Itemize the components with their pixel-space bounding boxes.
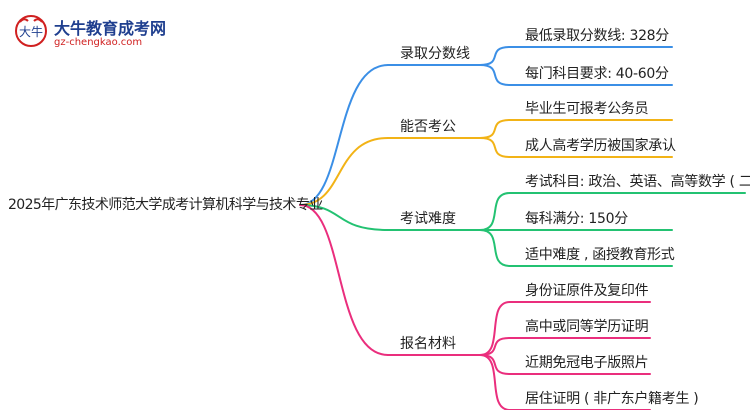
- leaf-link: [479, 64, 511, 86]
- branch-label: 报名材料: [400, 336, 456, 352]
- branch-label: 能否考公: [400, 119, 456, 135]
- leaf-link: [479, 337, 511, 356]
- leaf-label: 最低录取分数线: 328分: [525, 28, 669, 44]
- leaf-link: [479, 229, 511, 267]
- leaf-label: 每门科目要求: 40-60分: [525, 66, 669, 82]
- leaf-link: [479, 301, 511, 356]
- leaf-link: [479, 192, 511, 231]
- leaf-link: [479, 354, 511, 410]
- root-node: 2025年广东技术师范大学成考计算机科学与技术专业: [8, 197, 323, 213]
- leaf-link: [479, 46, 511, 66]
- logo-mark-text: 大牛: [19, 24, 43, 39]
- leaf-label: 毕业生可报考公务员: [525, 101, 649, 117]
- root-link: [299, 204, 389, 231]
- leaf-label: 考试科目: 政治、英语、高等数学 ( 二 ): [525, 174, 750, 190]
- leaf-link: [479, 137, 511, 158]
- leaf-link: [479, 354, 511, 375]
- leaf-label: 每科满分: 150分: [525, 211, 628, 227]
- site-logo: 大牛 大牛教育成考网 gz-chengkao.com: [4, 6, 204, 54]
- branch-label: 考试难度: [400, 211, 456, 227]
- root-link: [299, 204, 389, 356]
- leaf-label: 适中难度 , 函授教育形式: [525, 247, 675, 263]
- bull-logo-icon: 大牛: [15, 15, 47, 47]
- logo-url: gz-chengkao.com: [54, 37, 143, 48]
- root-link: [299, 64, 389, 206]
- leaf-label: 高中或同等学历证明: [525, 319, 649, 335]
- leaf-label: 身份证原件及复印件: [525, 283, 649, 299]
- leaf-label: 成人高考学历被国家承认: [525, 138, 676, 154]
- branch-label: 录取分数线: [400, 46, 470, 62]
- leaf-label: 近期免冠电子版照片: [525, 355, 649, 371]
- leaf-label: 居住证明 ( 非广东户籍考生 ): [525, 391, 699, 407]
- leaf-link: [479, 119, 511, 139]
- root-link: [299, 137, 389, 206]
- logo-title: 大牛教育成考网: [54, 19, 167, 38]
